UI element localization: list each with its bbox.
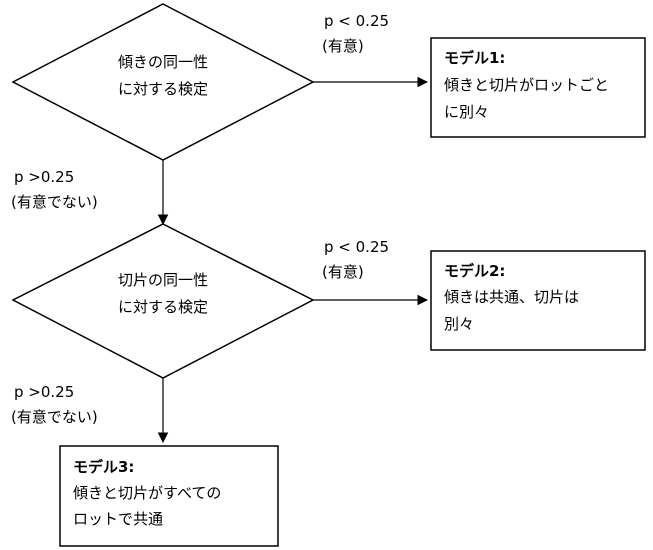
model2-line2: 別々 [444, 315, 474, 333]
model2-line1: 傾きは共通、切片は [444, 288, 579, 306]
decision-slope-test: 傾きの同一性 に対する検定 [11, 3, 315, 161]
edge-label-model1-line1: p < 0.25 [324, 12, 389, 30]
decision-intercept-line1: 切片の同一性 [118, 271, 208, 289]
edge-label-model2-line1: p < 0.25 [324, 238, 389, 256]
edge-label-model2-line2: (有意) [322, 263, 364, 281]
model3-box: モデル3: 傾きと切片がすべての ロットで共通 [59, 445, 279, 547]
edge-label-model3-line1: p >0.25 [14, 383, 74, 401]
edge-label-model3-line2: (有意でない) [11, 408, 98, 426]
model2-title: モデル2: [444, 262, 505, 280]
model1-rect [430, 37, 646, 138]
model1-box: モデル1: 傾きと切片がロットごと に別々 [430, 37, 646, 138]
model1-line2: に別々 [444, 103, 489, 121]
model1-title: モデル1: [444, 49, 505, 67]
model3-rect [59, 445, 279, 547]
edge-label-decision2-line1: p >0.25 [14, 168, 74, 186]
decision-slope-line1: 傾きの同一性 [118, 53, 208, 71]
decision-intercept-test: 切片の同一性 に対する検定 [11, 223, 315, 379]
model3-line2: ロットで共通 [73, 510, 163, 528]
edge-label-model3: p >0.25 (有意でない) [11, 383, 98, 426]
edge-label-model2: p < 0.25 (有意) [322, 238, 389, 281]
edge-label-model1: p < 0.25 (有意) [322, 12, 389, 55]
model2-rect [430, 250, 646, 351]
model3-line1: 傾きと切片がすべての [73, 484, 221, 502]
model2-box: モデル2: 傾きは共通、切片は 別々 [430, 250, 646, 351]
edge-label-decision2-line2: (有意でない) [11, 193, 98, 211]
decision-intercept-line2: に対する検定 [118, 298, 208, 316]
decision-slope-line2: に対する検定 [118, 80, 208, 98]
model3-title: モデル3: [73, 458, 134, 476]
model1-line1: 傾きと切片がロットごと [444, 76, 609, 94]
edge-label-decision2: p >0.25 (有意でない) [11, 168, 98, 211]
edge-label-model1-line2: (有意) [322, 37, 364, 55]
